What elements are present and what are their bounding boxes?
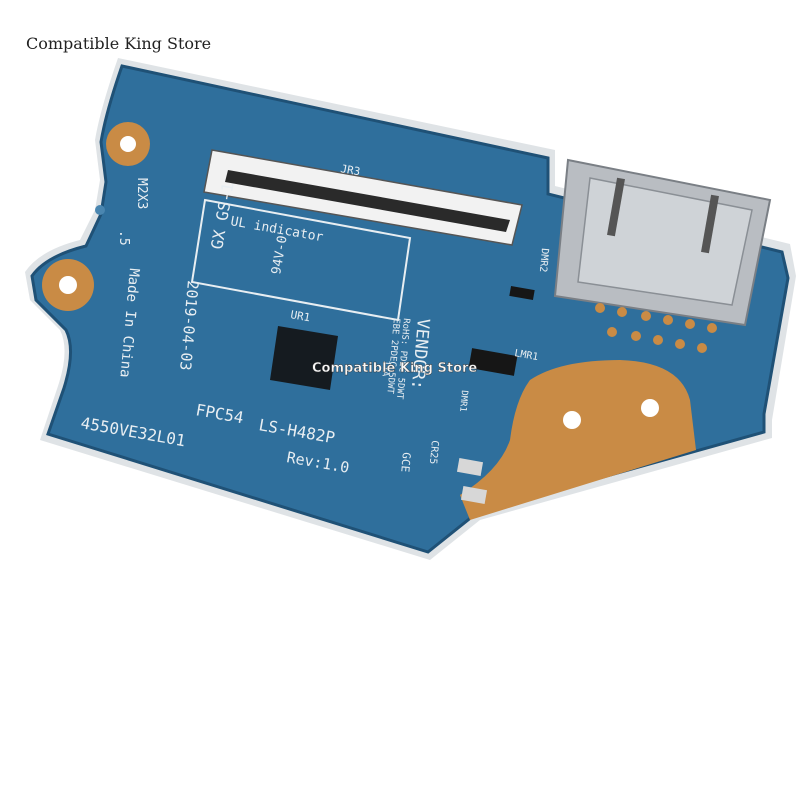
silk-dmr1: DMR1 bbox=[457, 390, 469, 412]
store-caption: Compatible King Store bbox=[26, 34, 212, 53]
silk-connector-ref: JR3 bbox=[339, 162, 361, 178]
silk-gce: GCE bbox=[398, 452, 413, 473]
usb-tab bbox=[701, 194, 719, 254]
silk-dmr2: DMR2 bbox=[537, 248, 550, 273]
silk-vendor-line3: 11A bbox=[380, 360, 391, 378]
component bbox=[460, 486, 488, 504]
mounting-hole bbox=[59, 276, 77, 294]
pcb-board-shading bbox=[30, 64, 790, 554]
component bbox=[456, 458, 484, 476]
silk-lmr1: LMR1 bbox=[513, 348, 539, 363]
mounting-hole bbox=[641, 399, 659, 417]
silk-mount-size-b: .5 bbox=[116, 230, 131, 246]
mounting-hole bbox=[120, 136, 136, 152]
copper-ground-pad bbox=[460, 360, 696, 520]
fpc-connector-latch bbox=[225, 170, 510, 232]
store-watermark: Compatible King Store bbox=[312, 361, 477, 376]
component bbox=[509, 285, 535, 301]
silk-mount-size-a: M2X3 bbox=[134, 178, 149, 209]
usb-solder-pads bbox=[595, 303, 717, 353]
silk-flammability: 94V-0 bbox=[269, 235, 291, 276]
silk-ic-ref: UR1 bbox=[289, 308, 311, 324]
component bbox=[468, 348, 518, 376]
silk-cr25: CR25 bbox=[427, 440, 440, 465]
mounting-hole bbox=[563, 411, 581, 429]
usb-tab bbox=[607, 177, 625, 237]
ul-indicator-box bbox=[190, 198, 412, 322]
via bbox=[95, 205, 105, 215]
ic-chip bbox=[270, 326, 338, 390]
